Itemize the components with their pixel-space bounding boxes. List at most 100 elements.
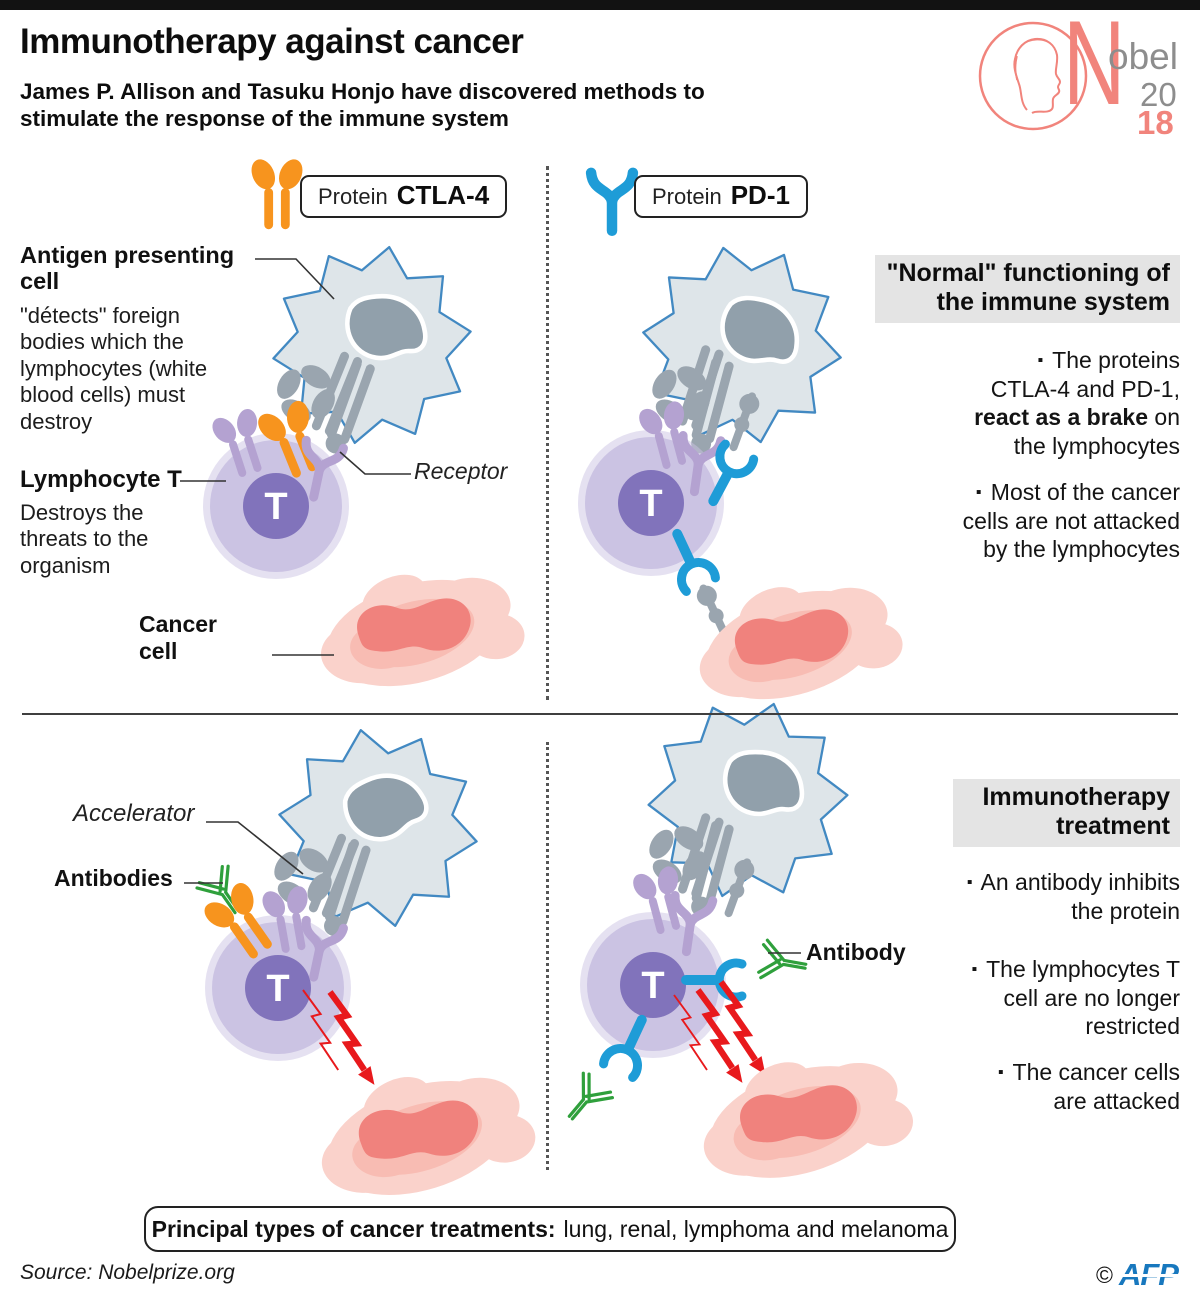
t-lymphocyte-cell bbox=[205, 915, 351, 1061]
bullet-text: The lymphocytes T cell are no longer res… bbox=[986, 956, 1180, 1040]
receptor-cup bbox=[295, 440, 343, 501]
horizontal-divider bbox=[22, 713, 1178, 715]
antibody-label: Antibody bbox=[806, 939, 906, 965]
t-cell-letter: T bbox=[639, 483, 662, 525]
mhc-rods bbox=[683, 350, 719, 426]
cancer-cell-label: Cancer cell bbox=[139, 611, 217, 665]
copyright-symbol: © bbox=[1096, 1261, 1113, 1288]
antibodies-label: Antibodies bbox=[54, 865, 173, 891]
antibody-green bbox=[756, 938, 811, 987]
attack-bolt bbox=[698, 990, 742, 1083]
treatments-box: Principal types of cancer treatments: lu… bbox=[144, 1206, 956, 1252]
antigen-presenting-cell bbox=[261, 231, 482, 460]
vertical-dotted-divider-bottom bbox=[546, 742, 549, 1170]
attack-bolt bbox=[330, 992, 374, 1085]
attack-bolt-outline bbox=[301, 988, 340, 1072]
pd1-protein-lower bbox=[662, 527, 716, 592]
antibody-green-lower bbox=[554, 1069, 616, 1132]
receptor-pointer-line bbox=[339, 451, 411, 475]
normal-bullet-2: ▪ Most of the cancer cells are not attac… bbox=[945, 478, 1180, 564]
nobel-logo-year-bottom: 18 bbox=[1137, 104, 1174, 141]
protein-pd1-badge: Protein PD-1 bbox=[634, 175, 808, 218]
mhc-rods-ball bbox=[323, 363, 373, 456]
antigen-presenting-cell bbox=[631, 679, 865, 920]
mhc-rods bbox=[683, 818, 719, 894]
protein-ctla4-badge: Protein CTLA-4 bbox=[300, 175, 508, 218]
treatments-label: Principal types of cancer treatments: bbox=[151, 1215, 556, 1242]
connector-lines bbox=[180, 258, 801, 954]
antibody-green bbox=[193, 862, 254, 924]
normal-functioning-heading: "Normal" functioning of the immune syste… bbox=[875, 255, 1180, 323]
mhc-rods-ball bbox=[321, 845, 368, 939]
antigen-presenting-cell bbox=[267, 714, 488, 943]
mhc-rods bbox=[313, 838, 354, 913]
receptor-label: Receptor bbox=[414, 458, 508, 484]
ctla4-protein bbox=[249, 393, 335, 486]
accelerator-label: Accelerator bbox=[73, 800, 195, 827]
apc-pointer-line bbox=[255, 258, 335, 300]
antigen-presenting-cell bbox=[614, 215, 870, 475]
bullet-text-bold: react as a brake bbox=[974, 404, 1149, 431]
apc-label: Antigen presenting cell bbox=[20, 242, 235, 295]
bullet-text: The cancer cells are attacked bbox=[1012, 1059, 1180, 1114]
bullet-square-icon: ▪ bbox=[975, 484, 982, 501]
badge-prefix: Protein bbox=[652, 184, 722, 209]
page-title: Immunotherapy against cancer bbox=[20, 22, 524, 61]
immuno-bullet-2: ▪ The lymphocytes T cell are no longer r… bbox=[945, 955, 1180, 1041]
bullet-square-icon: ▪ bbox=[971, 961, 978, 978]
pd1-protein-lower bbox=[603, 1013, 657, 1078]
receptor-cup bbox=[295, 920, 343, 981]
bullet-text: Most of the cancer cells are not attacke… bbox=[962, 479, 1180, 563]
cancer-cell bbox=[692, 1043, 919, 1200]
mhc-rods-ball bbox=[689, 825, 732, 919]
accelerator-molecule bbox=[642, 356, 720, 434]
attack-bolt-outline bbox=[673, 994, 708, 1071]
nobel-logo-obel: obel bbox=[1108, 36, 1178, 77]
mhc-rods bbox=[316, 356, 357, 431]
pd1-protein bbox=[698, 444, 754, 509]
attack-bolt-2 bbox=[721, 982, 765, 1075]
immuno-bullet-3: ▪ The cancer cells are attacked bbox=[985, 1058, 1180, 1115]
receptor bbox=[256, 881, 321, 957]
afp-credit: © AFP bbox=[1096, 1257, 1179, 1293]
accelerator-molecule bbox=[264, 838, 342, 916]
nobel-logo-year-top: 20 bbox=[1140, 76, 1177, 113]
normal-bullet-1: ▪ The proteins CTLA-4 and PD-1, react as… bbox=[968, 346, 1180, 460]
cancer-cell bbox=[310, 1057, 541, 1218]
badge-prefix: Protein bbox=[318, 184, 388, 209]
panel-pd1-normal: T bbox=[578, 215, 908, 721]
bullet-text: The proteins CTLA-4 and PD-1, bbox=[990, 347, 1180, 402]
lymphocyte-label: Lymphocyte T bbox=[20, 466, 182, 493]
bullet-square-icon: ▪ bbox=[1037, 352, 1044, 369]
t-lymphocyte-cell bbox=[580, 912, 726, 1058]
bullet-text: on the lymphocytes bbox=[1013, 404, 1180, 459]
accelerator-molecule bbox=[639, 816, 717, 894]
pd1-protein bbox=[686, 963, 742, 997]
pdl1-ligand bbox=[719, 857, 757, 916]
bullet-square-icon: ▪ bbox=[997, 1064, 1004, 1081]
top-black-bar bbox=[0, 0, 1200, 10]
source-credit: Source: Nobelprize.org bbox=[20, 1261, 235, 1284]
t-cell-letter: T bbox=[266, 968, 289, 1010]
immuno-bullet-1: ▪ An antibody inhibits the protein bbox=[945, 868, 1180, 925]
cancer-cell bbox=[313, 560, 528, 706]
accelerator-molecule bbox=[266, 354, 346, 434]
vertical-dotted-divider-top bbox=[546, 166, 549, 700]
badge-protein-name: PD-1 bbox=[730, 180, 790, 210]
pdl1-ligand bbox=[724, 391, 762, 450]
page-subtitle: James P. Allison and Tasuku Honjo have d… bbox=[20, 79, 705, 131]
ctla4-protein-icon bbox=[247, 155, 307, 230]
mhc-rods-ball bbox=[689, 362, 732, 456]
bullet-text: An antibody inhibits the protein bbox=[980, 869, 1180, 924]
receptor-cup bbox=[668, 895, 713, 954]
pd1-protein-icon bbox=[591, 173, 633, 231]
t-cell-letter: T bbox=[641, 965, 664, 1007]
panel-ctla4-treatment: T bbox=[193, 714, 541, 1218]
t-lymphocyte-cell bbox=[578, 430, 724, 576]
receptor bbox=[632, 395, 701, 474]
bullet-square-icon: ▪ bbox=[966, 874, 973, 891]
t-cell-letter: T bbox=[264, 486, 287, 528]
accelerator-pointer-line bbox=[206, 821, 304, 875]
receptor bbox=[626, 860, 695, 939]
badge-protein-name: CTLA-4 bbox=[396, 180, 490, 210]
